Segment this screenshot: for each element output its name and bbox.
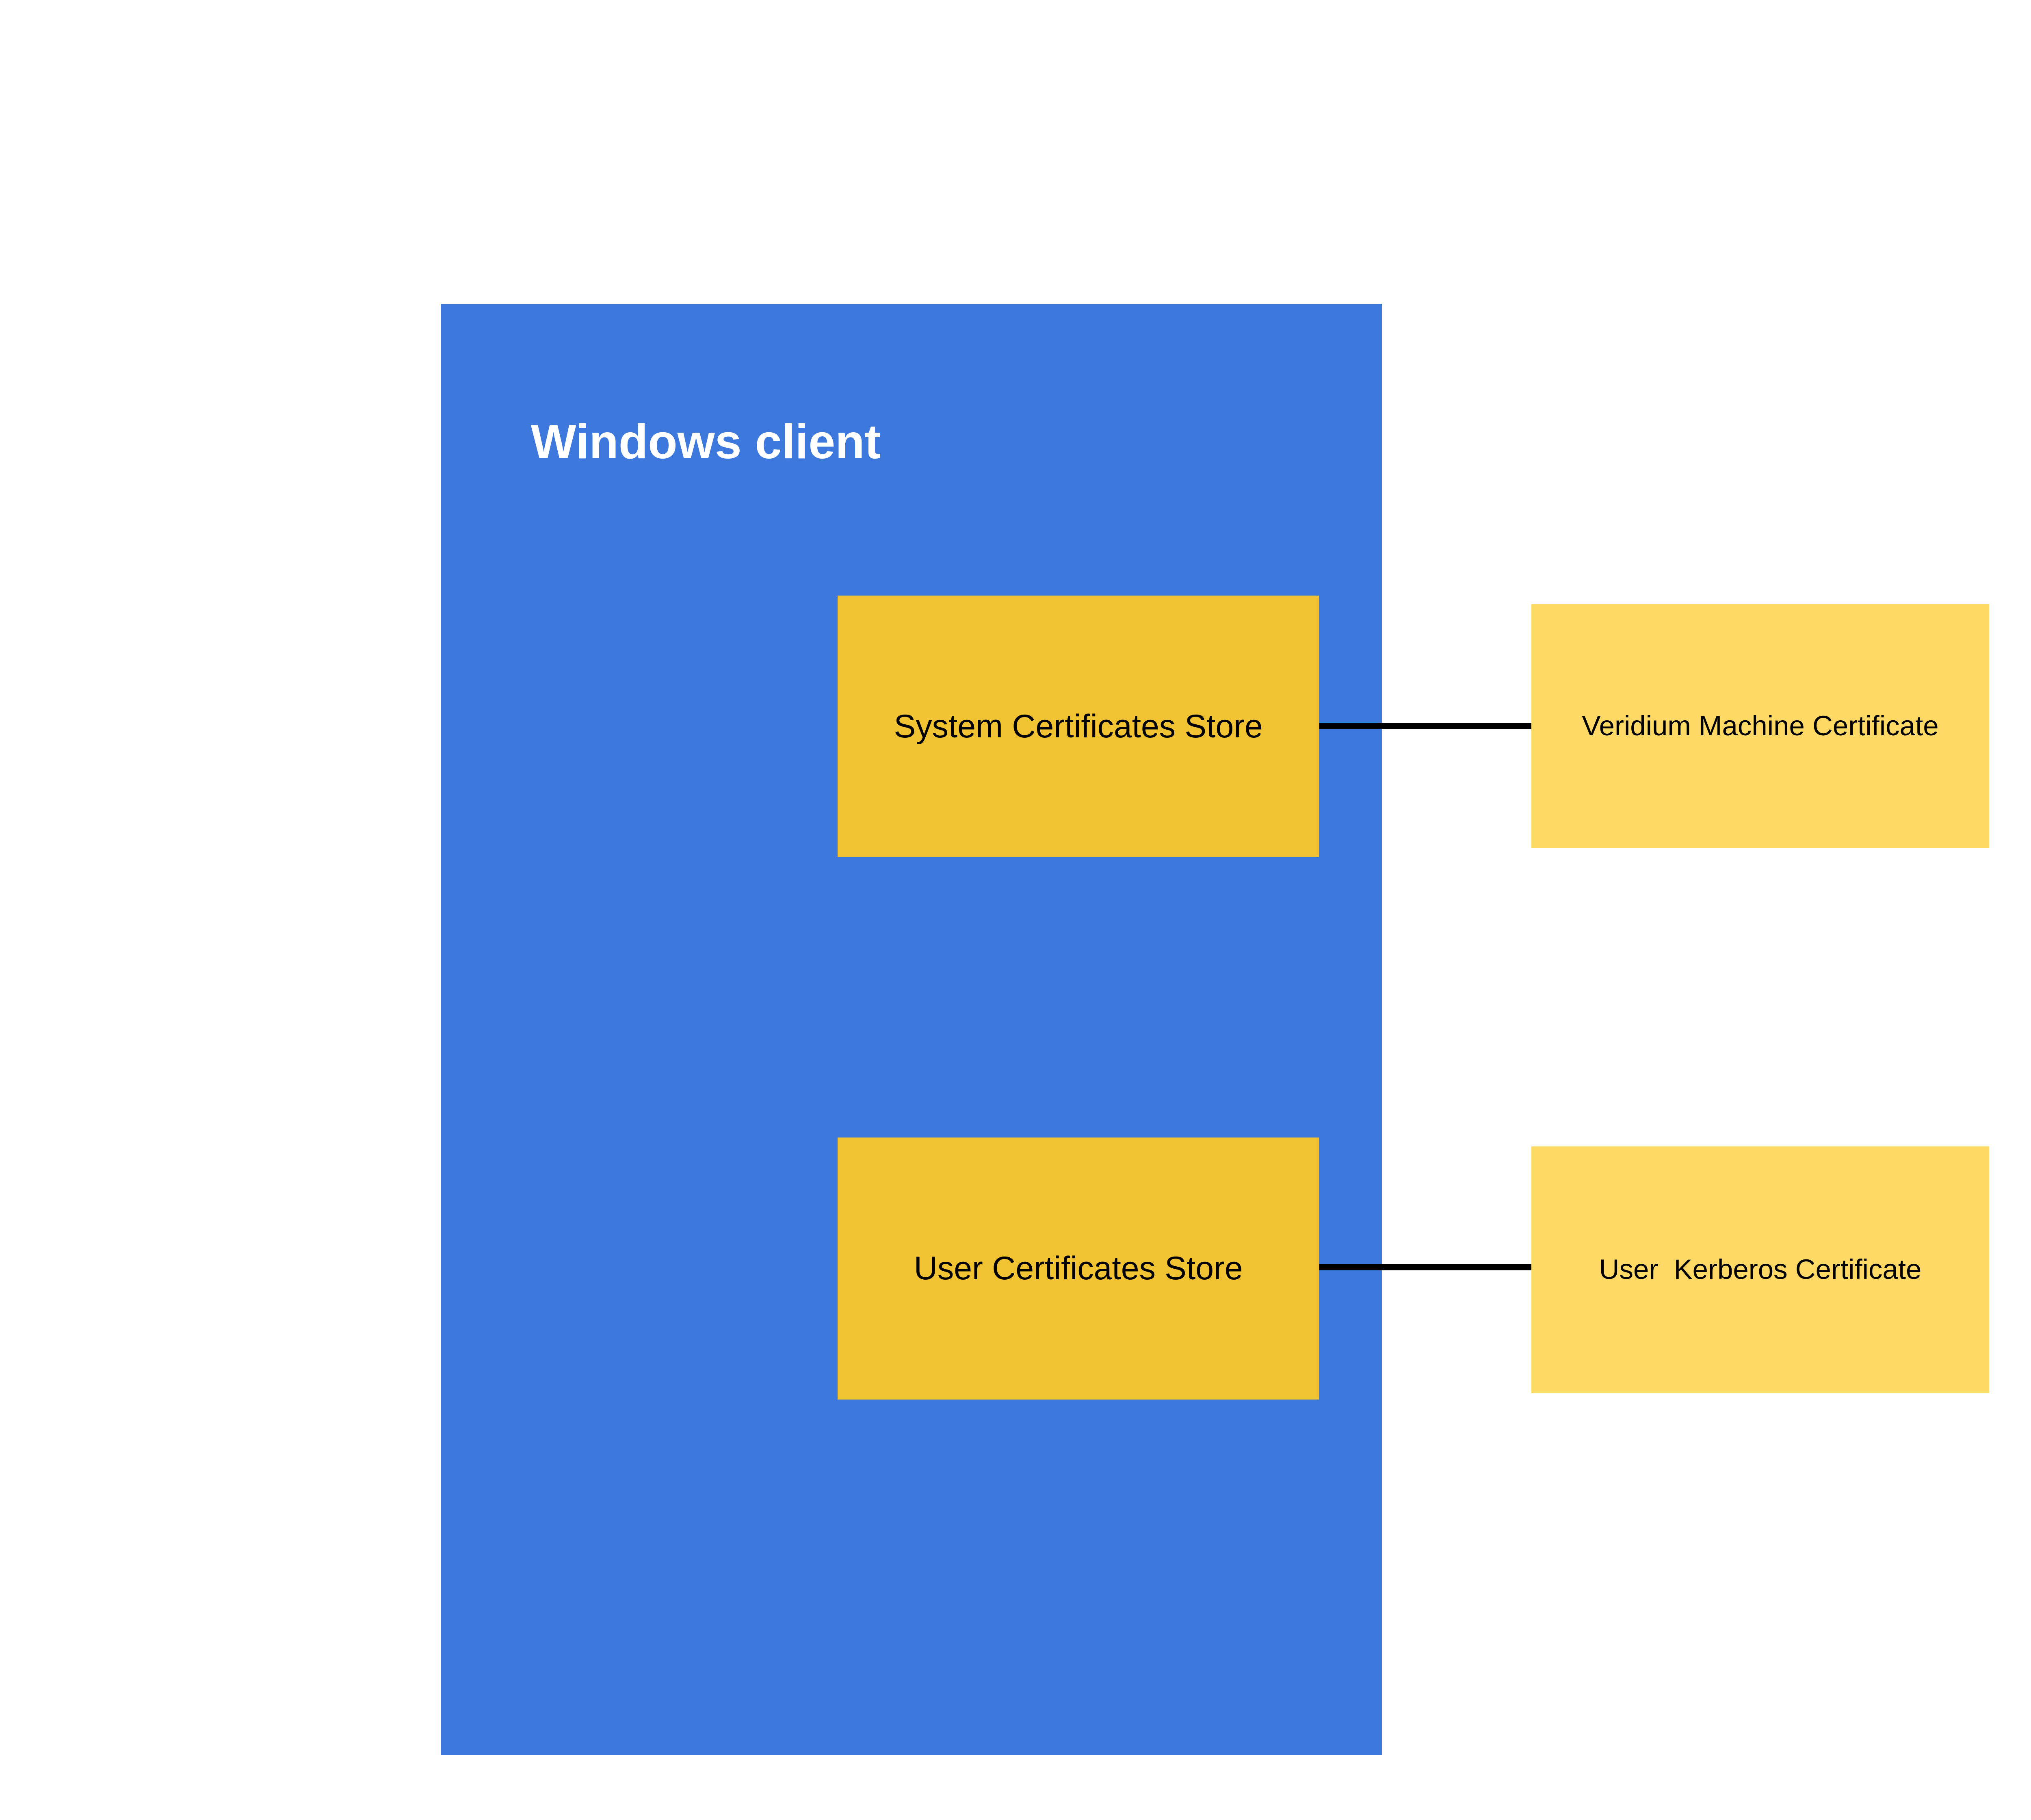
windows-client-title: Windows client — [530, 415, 881, 469]
user-certificates-store-label: User Certificates Store — [914, 1250, 1243, 1287]
connector-user-store-to-kerberos-certificate — [1319, 1264, 1531, 1271]
connector-system-store-to-machine-certificate — [1319, 722, 1531, 729]
system-certificates-store-label: System Certificates Store — [894, 708, 1263, 745]
system-certificates-store-box: System Certificates Store — [838, 595, 1319, 858]
user-certificates-store-box: User Certificates Store — [838, 1138, 1319, 1400]
user-kerberos-certificate-box: User Kerberos Certificate — [1531, 1146, 1989, 1393]
veridium-machine-certificate-box: Veridium Machine Certificate — [1531, 604, 1989, 849]
user-kerberos-certificate-label: User Kerberos Certificate — [1599, 1254, 1922, 1285]
windows-client-box: Windows client — [441, 304, 1382, 1755]
veridium-machine-certificate-label: Veridium Machine Certificate — [1582, 710, 1939, 742]
